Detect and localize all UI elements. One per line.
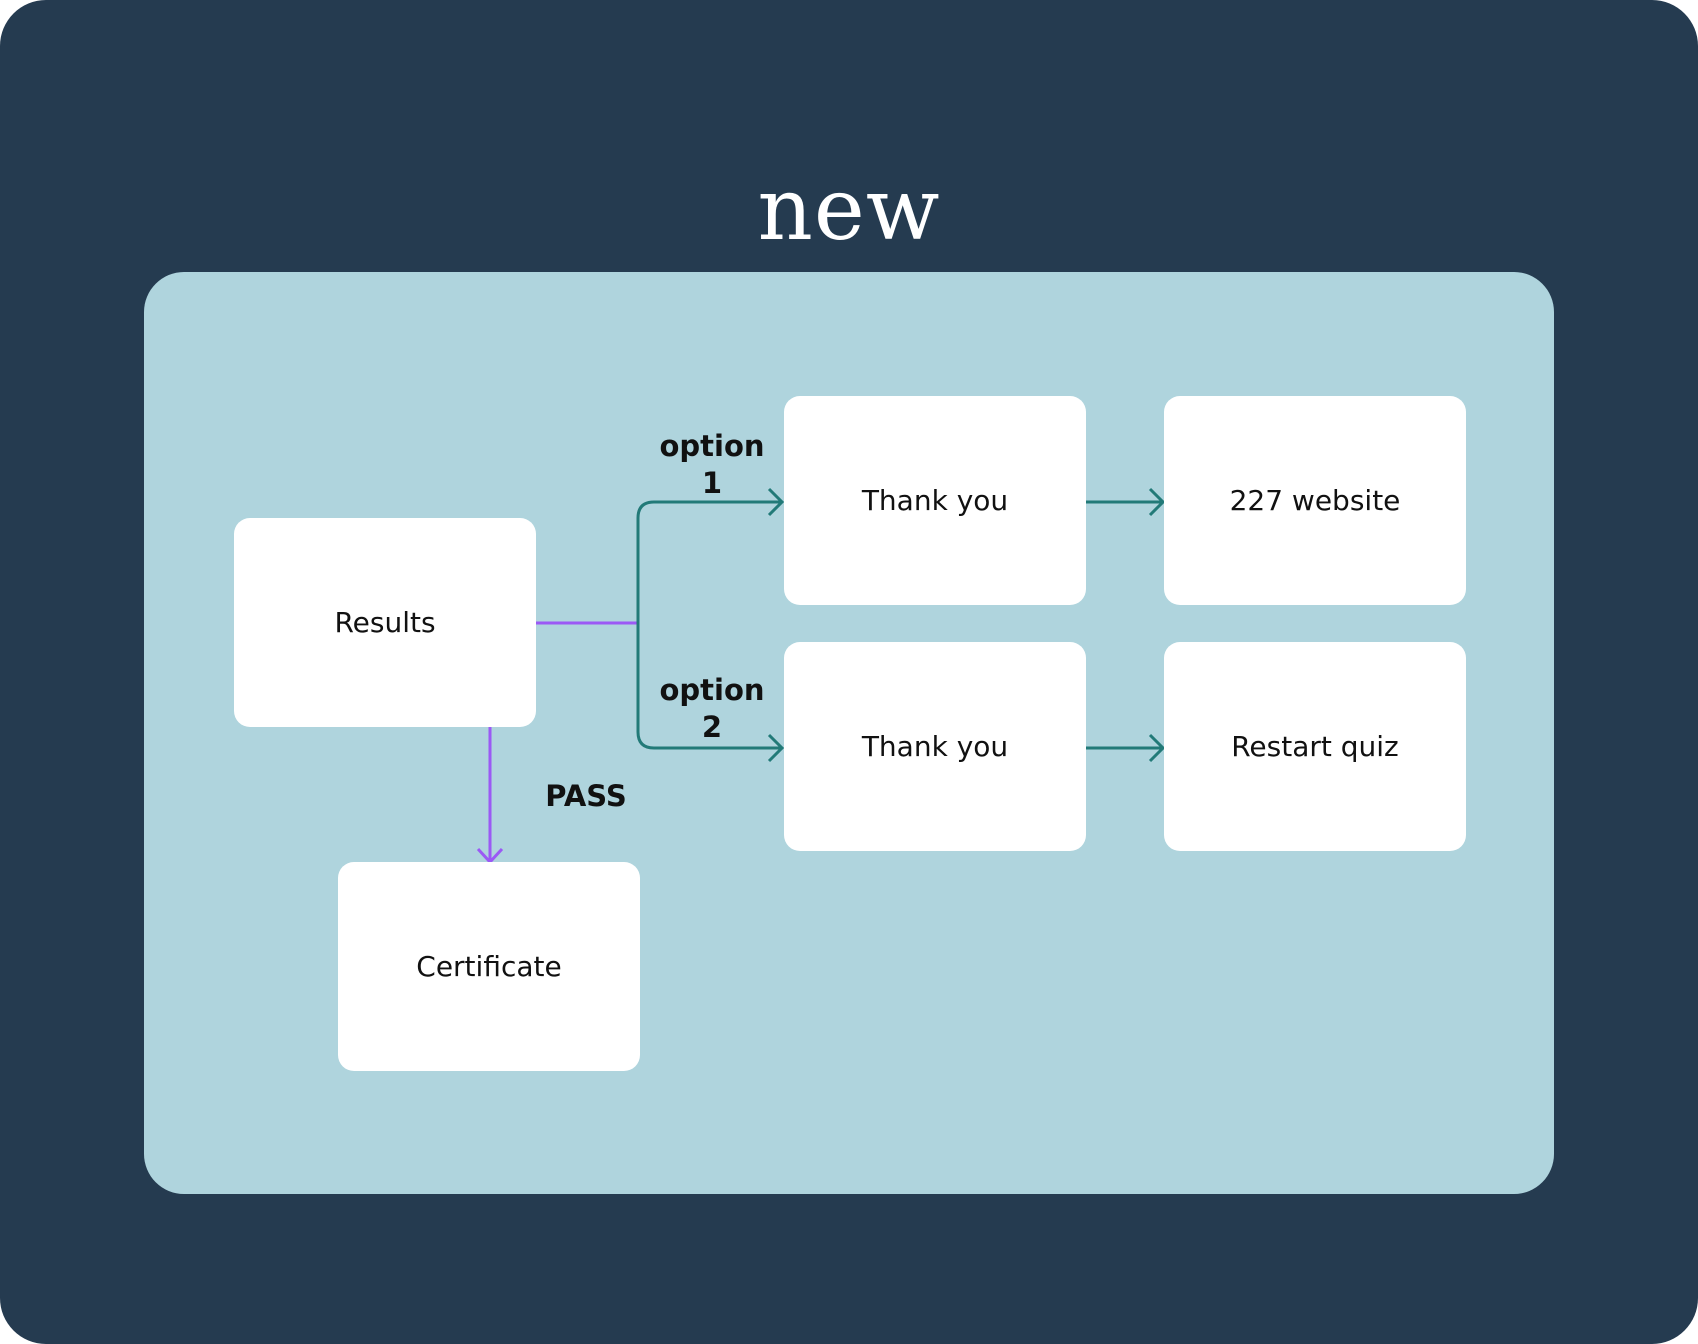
node-thank-you-2: Thank you (784, 642, 1086, 851)
node-restart-quiz: Restart quiz (1164, 642, 1466, 851)
diagram-title: new (757, 160, 941, 260)
node-certificate: Certificate (338, 862, 640, 1071)
edge-label-pass: PASS (545, 779, 627, 813)
arrowhead-restart (1148, 733, 1166, 763)
edge-label-option-1: option 1 (650, 428, 774, 502)
edge-label-option-2-word: option (659, 673, 765, 707)
arrowhead-website (1148, 487, 1166, 517)
edge-label-option-1-word: option (659, 429, 765, 463)
edge-branch-option-1 (636, 500, 782, 623)
node-results: Results (234, 518, 536, 727)
edge-label-option-2: option 2 (650, 672, 774, 746)
node-thank-you-1: Thank you (784, 396, 1086, 605)
node-227-website: 227 website (1164, 396, 1466, 605)
edge-label-option-1-number: 1 (701, 466, 723, 500)
edge-label-option-2-number: 2 (701, 710, 723, 744)
arrowhead-option-2 (767, 733, 785, 763)
arrowhead-option-1 (767, 487, 785, 517)
edge-branch-option-2 (636, 623, 782, 750)
